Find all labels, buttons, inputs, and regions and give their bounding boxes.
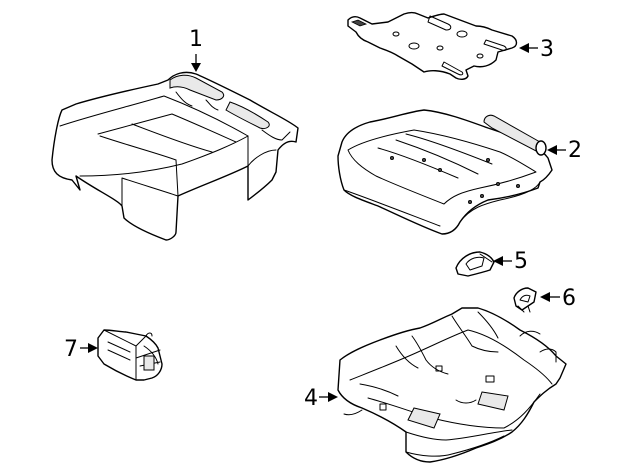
arrow-right-icon <box>88 343 98 353</box>
callout-label-3: 3 <box>540 37 554 62</box>
callout-7: 7 <box>64 337 98 362</box>
callout-4: 4 <box>304 386 338 411</box>
callout-6: 6 <box>540 286 576 311</box>
arrow-left-icon <box>547 145 557 155</box>
part-3-mounting-plate[interactable] <box>347 11 518 81</box>
part-5-trim-cap[interactable] <box>455 251 495 277</box>
callout-1: 1 <box>189 27 203 72</box>
part-1-seat-cushion[interactable] <box>51 71 299 241</box>
callout-label-4: 4 <box>304 386 318 411</box>
callout-2: 2 <box>547 138 582 163</box>
part-4-seat-base[interactable] <box>337 307 567 463</box>
arrow-left-icon <box>493 256 503 266</box>
arrow-right-icon <box>328 392 338 402</box>
arrow-left-icon <box>519 43 529 53</box>
arrow-left-icon <box>540 292 550 302</box>
callout-5: 5 <box>493 249 528 274</box>
callout-label-2: 2 <box>568 138 582 163</box>
part-2-cushion-frame[interactable] <box>337 109 553 235</box>
part-7-motor-bracket[interactable] <box>97 329 163 381</box>
part-6-trim-cap[interactable] <box>513 287 537 313</box>
callout-label-7: 7 <box>64 337 78 362</box>
callout-3: 3 <box>519 37 554 62</box>
arrow-down-icon <box>191 63 201 72</box>
callout-label-5: 5 <box>514 249 528 274</box>
callout-label-6: 6 <box>562 286 576 311</box>
callout-label-1: 1 <box>189 27 203 52</box>
